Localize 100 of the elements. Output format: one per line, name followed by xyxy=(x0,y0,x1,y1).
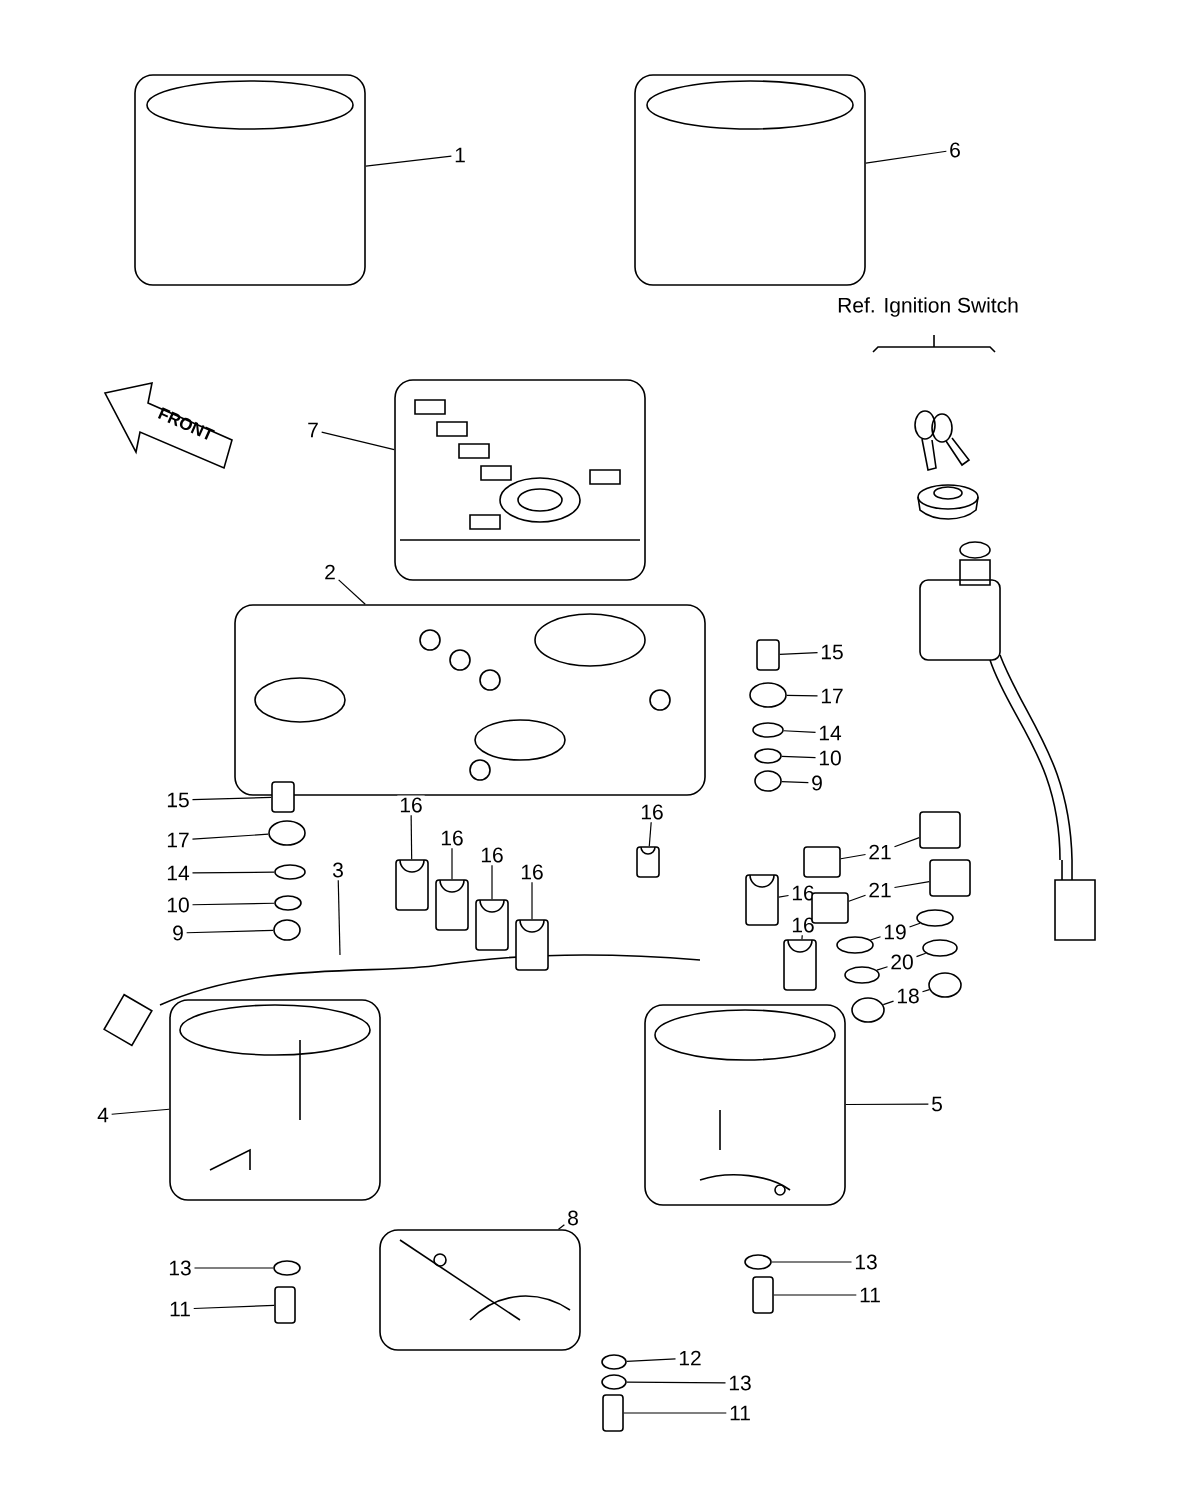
callout-number: 15 xyxy=(818,642,846,662)
callout-number: 11 xyxy=(857,1285,883,1305)
callout-number: 15 xyxy=(164,790,192,810)
callout-number: 16 xyxy=(638,802,666,822)
leader-line xyxy=(893,881,930,889)
leader-line xyxy=(193,1267,274,1269)
leader-line xyxy=(876,966,889,971)
leader-line xyxy=(193,1304,275,1310)
spacer-drawing xyxy=(271,781,295,813)
callout-number: 10 xyxy=(164,895,192,915)
leader-line xyxy=(451,847,453,880)
meter-case-drawing xyxy=(644,1004,846,1206)
washer-drawing xyxy=(754,770,782,792)
leader-line xyxy=(781,755,817,759)
spacer-drawing xyxy=(274,1286,296,1324)
leader-line xyxy=(410,814,413,860)
washer-drawing xyxy=(268,820,306,846)
callout-number: 9 xyxy=(809,773,825,793)
leader-line xyxy=(338,579,366,605)
spacer-drawing xyxy=(803,846,841,878)
mounting-bracket-drawing xyxy=(234,604,706,796)
callout-number: 17 xyxy=(164,830,192,850)
callout-number: 18 xyxy=(894,986,922,1006)
callout-number: 21 xyxy=(866,880,894,900)
washer-drawing xyxy=(916,909,954,927)
washer-drawing xyxy=(752,722,784,738)
leader-line xyxy=(771,1261,853,1263)
leader-line xyxy=(191,833,269,840)
leader-line xyxy=(337,879,341,956)
leader-line xyxy=(869,936,882,941)
washer-drawing xyxy=(851,997,885,1023)
leader-line xyxy=(882,1000,895,1006)
callout-number: 19 xyxy=(881,922,909,942)
leader-line xyxy=(773,1294,857,1296)
leader-line xyxy=(781,780,809,784)
leader-line xyxy=(845,1103,929,1106)
callout-number: 16 xyxy=(518,862,546,882)
leader-line xyxy=(491,864,493,900)
leader-line xyxy=(893,837,920,848)
callout-number: 4 xyxy=(95,1105,111,1125)
callout-number: 3 xyxy=(330,860,346,880)
washer-drawing xyxy=(744,1254,772,1270)
leader-line xyxy=(191,796,272,801)
callout-number: 6 xyxy=(947,140,963,160)
leader-line xyxy=(531,881,533,920)
callout-number: 17 xyxy=(818,686,846,706)
washer-drawing xyxy=(844,966,880,984)
meter-cover-drawing xyxy=(394,379,646,581)
bulb-drawing xyxy=(475,899,509,951)
callout-number: 21 xyxy=(866,842,894,862)
callout-number: 10 xyxy=(816,748,844,768)
leader-line xyxy=(557,1224,565,1230)
leader-line xyxy=(626,1381,727,1384)
washer-drawing xyxy=(601,1354,627,1370)
spacer-drawing xyxy=(919,811,961,849)
meter-case-drawing xyxy=(169,999,381,1201)
gauge-drawing xyxy=(634,74,866,286)
leader-line xyxy=(865,150,947,164)
callout-number: 2 xyxy=(322,562,338,582)
spacer-drawing xyxy=(929,859,971,897)
callout-number: 13 xyxy=(852,1252,880,1272)
leader-line xyxy=(848,894,867,902)
callout-number: 8 xyxy=(565,1208,581,1228)
callout-number: 14 xyxy=(164,863,192,883)
spacer-drawing xyxy=(602,1394,624,1432)
callout-number: 9 xyxy=(170,923,186,943)
leader-line xyxy=(191,871,275,874)
leader-line xyxy=(191,902,275,906)
leader-line xyxy=(778,894,790,898)
bulb-drawing xyxy=(745,874,779,926)
callout-number: 14 xyxy=(816,723,844,743)
leader-line xyxy=(186,929,274,934)
callout-number: 1 xyxy=(452,145,468,165)
washer-drawing xyxy=(754,748,782,764)
leader-line xyxy=(626,1358,677,1362)
leader-line xyxy=(365,155,452,167)
bulb-drawing xyxy=(395,859,429,911)
washer-drawing xyxy=(601,1374,627,1390)
bulb-drawing xyxy=(515,919,549,971)
leader-line xyxy=(908,922,921,928)
leader-line xyxy=(915,952,927,958)
callout-number: 12 xyxy=(676,1348,704,1368)
bulb-drawing xyxy=(783,939,817,991)
leader-line xyxy=(801,934,803,940)
leader-line xyxy=(321,431,395,451)
leader-line xyxy=(779,652,819,656)
callout-number: 7 xyxy=(305,420,321,440)
washer-drawing xyxy=(273,919,301,941)
washer-drawing xyxy=(274,895,302,911)
washer-drawing xyxy=(274,864,306,880)
callout-number: 11 xyxy=(727,1403,753,1423)
leader-line xyxy=(648,821,652,847)
washer-drawing xyxy=(928,972,962,998)
leader-line xyxy=(921,989,930,993)
callout-number: 13 xyxy=(166,1258,194,1278)
bulb-drawing xyxy=(435,879,469,931)
callout-number: 11 xyxy=(167,1299,193,1319)
washer-drawing xyxy=(836,936,874,954)
washer-drawing xyxy=(273,1260,301,1276)
leader-line xyxy=(783,730,817,733)
